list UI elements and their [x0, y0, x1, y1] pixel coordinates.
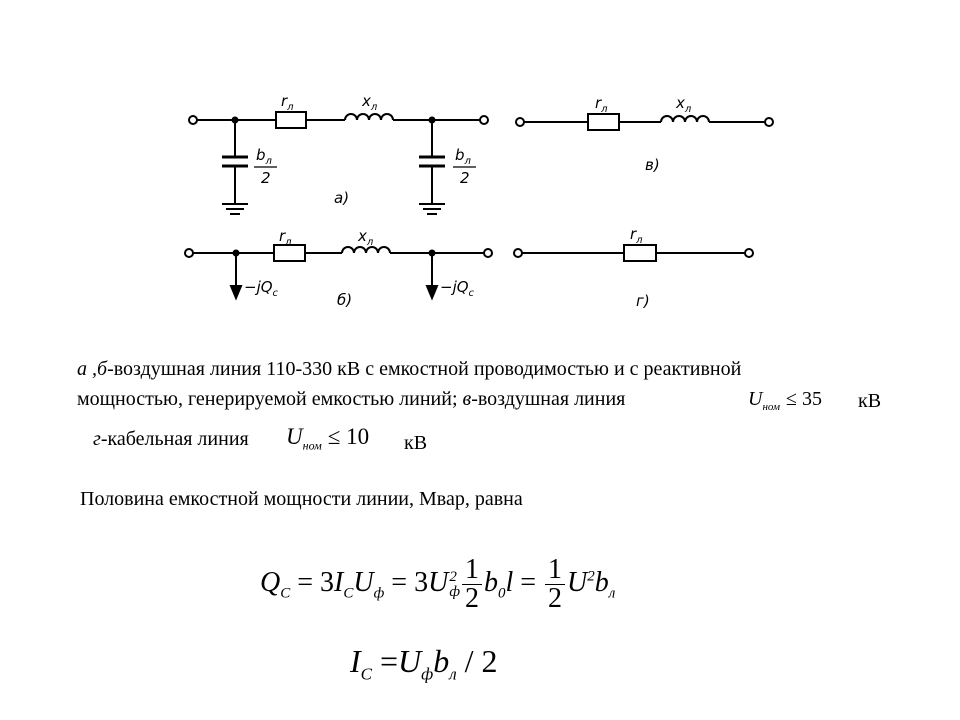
label-r-v: rл	[595, 94, 608, 115]
terminal-v-left	[515, 117, 525, 127]
unom-condition-g: Uном≤ 10	[286, 424, 370, 453]
circuit-diagrams: rл xл bл 2 bл 2 а) rл xл в) rл xл −jQc −…	[184, 92, 774, 310]
resistor-g	[623, 244, 657, 262]
half-power-text: Половина емкостной мощности линии, Мвар,…	[80, 488, 523, 510]
inductor-a	[344, 113, 394, 121]
equation-capacitive-current: IC =Uфbл / 2	[350, 643, 498, 684]
unit-g: кВ	[404, 432, 428, 454]
inductor-b	[341, 246, 391, 254]
label-r-g: rл	[630, 225, 643, 246]
label-b-right: bл	[455, 146, 472, 167]
inductor-v	[660, 115, 710, 123]
label-b-left: bл	[256, 146, 273, 167]
label-variant-b: б)	[337, 291, 352, 309]
label-jqc-left: −jQc	[244, 278, 279, 299]
circuit-g	[513, 244, 754, 262]
label-x-v: xл	[675, 94, 692, 115]
label-r-b: rл	[279, 227, 292, 248]
label-variant-a: а)	[334, 189, 349, 207]
terminal-g-left	[513, 248, 523, 258]
label-variant-g: г)	[636, 292, 650, 310]
circuit-a	[188, 111, 489, 215]
description-line-3: г-кабельная линия	[93, 428, 249, 450]
circuit-v	[515, 113, 774, 131]
unit-v: кВ	[858, 390, 882, 412]
description-line-1: а ,б-воздушная линия 110-330 кВ с емкост…	[77, 358, 742, 380]
circuit-b	[184, 244, 493, 301]
description-line-2: мощностью, генерируемой емкостью линий; …	[77, 388, 626, 410]
terminal-a-right	[479, 115, 489, 125]
terminal-b-left	[184, 248, 194, 258]
label-variant-v: в)	[645, 156, 660, 174]
label-x-b: xл	[357, 227, 374, 248]
label-two-left: 2	[261, 169, 271, 187]
label-r-a: rл	[281, 92, 294, 113]
label-jqc-right: −jQc	[440, 278, 475, 299]
terminal-a-left	[188, 115, 198, 125]
unom-condition-v: Uном≤ 35	[748, 388, 822, 413]
terminal-g-right	[744, 248, 754, 258]
resistor-a	[275, 111, 307, 129]
resistor-v	[587, 113, 620, 131]
label-two-right: 2	[460, 169, 470, 187]
terminal-v-right	[764, 117, 774, 127]
terminal-b-right	[483, 248, 493, 258]
label-x-a: xл	[361, 92, 378, 113]
